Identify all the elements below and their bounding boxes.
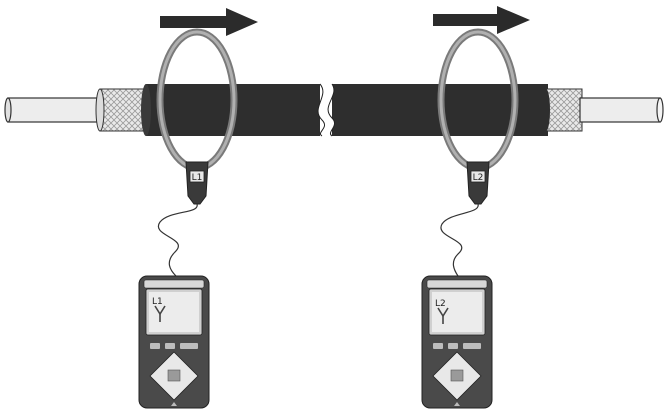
meter-button[interactable] [150,343,160,349]
meter-center-button[interactable] [167,369,181,382]
clamp-l1: L1 [156,28,238,277]
clamp-label-box [189,170,205,183]
meter-button[interactable] [433,343,443,349]
meter-button[interactable] [471,343,481,349]
meter-button[interactable] [463,343,473,349]
clamp-symbol-icon [154,305,166,322]
arrow-right-icon [433,6,530,34]
meter-center-button[interactable] [450,369,464,382]
meter-button[interactable] [448,343,458,349]
meter-screen-label: L2 [435,299,446,309]
clamp-label: L1 [192,173,203,183]
meter-l1: L1 [138,275,210,409]
arrow-right-icon [160,8,258,36]
meter-button[interactable] [165,343,175,349]
cable [4,83,664,137]
clamp-l2: L2 [437,28,519,277]
meter-button[interactable] [188,343,198,349]
meter-l2: L2 [421,275,493,409]
meter-screen-label: L1 [152,297,163,307]
clamp-label-box [470,170,486,183]
clamp-label: L2 [473,173,484,183]
clamp-symbol-icon [437,307,449,324]
meter-button[interactable] [180,343,190,349]
